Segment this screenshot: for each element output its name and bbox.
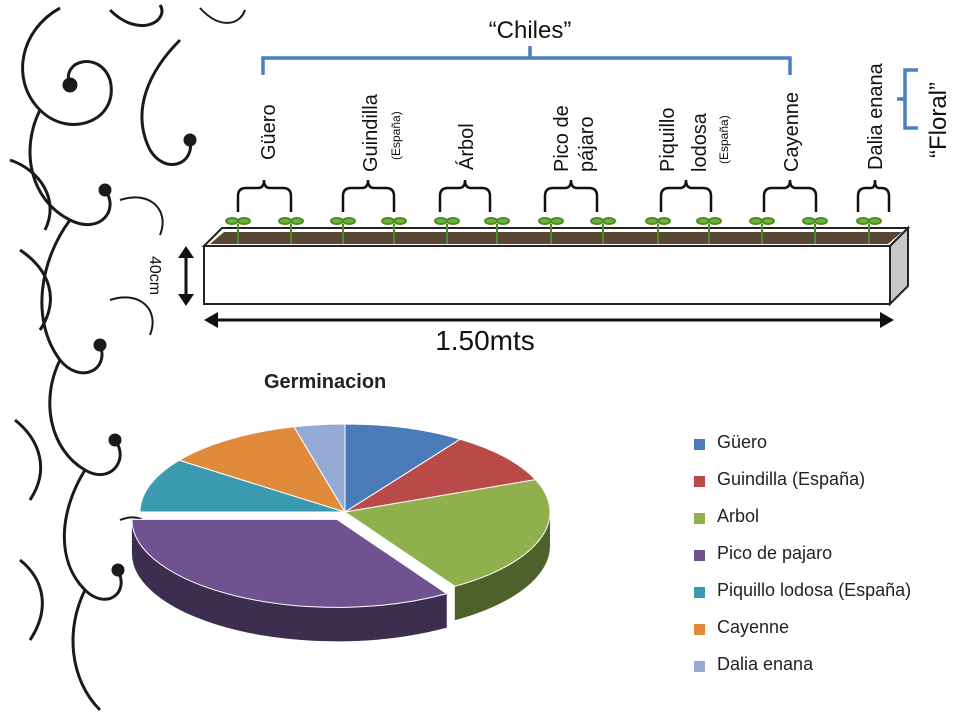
seedling-icon	[645, 217, 671, 244]
germination-pie-chart	[131, 423, 551, 642]
variety-sub-piquillo: (España)	[717, 115, 731, 164]
seedling-icon	[802, 217, 828, 244]
legend-item: Dalia enana	[694, 652, 956, 689]
legend-swatch	[694, 661, 705, 672]
pie-slice	[344, 438, 537, 513]
seedlings	[225, 217, 882, 244]
group-chiles-label: “Chiles”	[489, 17, 572, 44]
seedling-icon	[278, 217, 304, 244]
seedling-icon	[696, 217, 722, 244]
variety-label-dalia: Dalia enana	[865, 62, 887, 170]
seedling-icon	[590, 217, 616, 244]
variety-label-cayenne: Cayenne	[781, 92, 803, 172]
legend-label: Arbol	[717, 506, 760, 526]
floral-bracket	[897, 68, 918, 130]
pie-slice	[343, 479, 551, 587]
legend-label: Pico de pajaro	[717, 543, 833, 563]
legend-swatch	[694, 587, 705, 598]
seedling-icon	[484, 217, 510, 244]
legend-swatch	[694, 476, 705, 487]
pie-slice	[139, 459, 346, 513]
ornament-icon	[9, 4, 246, 712]
legend-item: Arbol	[694, 504, 956, 541]
variety-label-guero: Güero	[258, 104, 280, 160]
chart-legend: Güero Guindilla (España) Arbol Pico de p…	[694, 430, 956, 689]
legend-swatch	[694, 624, 705, 635]
variety-label-pico: Pico de	[551, 105, 573, 172]
legend-item: Piquillo lodosa (España)	[694, 578, 956, 615]
variety-label-pico-2: pájaro	[576, 116, 598, 172]
pie-slice-side	[131, 519, 447, 642]
legend-swatch	[694, 513, 705, 524]
legend-item: Pico de pajaro	[694, 541, 956, 578]
legend-label: Güero	[717, 432, 768, 452]
height-arrow	[178, 246, 194, 306]
seedling-icon	[225, 217, 251, 244]
legend-label: Piquillo lodosa (España)	[717, 580, 912, 600]
legend-swatch	[694, 550, 705, 561]
variety-sub-guindilla: (España)	[389, 111, 403, 160]
variety-label-arbol: Árbol	[455, 123, 478, 170]
pie-slice	[344, 423, 462, 513]
chart-title: Germinacion	[264, 371, 387, 393]
pie-slice	[131, 518, 448, 608]
pie-slice	[293, 423, 346, 514]
legend-label: Cayenne	[717, 617, 790, 637]
seedling-icon	[749, 217, 775, 244]
variety-label-piquillo: Piquillo	[657, 108, 679, 172]
pie-slice-side	[454, 512, 550, 621]
group-floral-label: “Floral”	[925, 82, 952, 158]
height-label: 40cm	[146, 256, 163, 295]
seedling-icon	[538, 217, 564, 244]
chiles-bracket	[261, 46, 792, 75]
legend-label: Guindilla (España)	[717, 469, 866, 489]
variety-label-piquillo-2: lodosa	[689, 112, 711, 172]
seedling-icon	[330, 217, 356, 244]
seedling-icon	[381, 217, 407, 244]
legend-item: Cayenne	[694, 615, 956, 652]
pie-slice	[177, 426, 347, 513]
legend-label: Dalia enana	[717, 654, 814, 674]
planter-box	[201, 225, 911, 307]
legend-swatch	[694, 439, 705, 450]
legend-item: Guindilla (España)	[694, 467, 956, 504]
length-label: 1.50mts	[435, 325, 535, 356]
legend-item: Güero	[694, 430, 956, 467]
variety-label-guindilla: Guindilla	[360, 93, 382, 172]
length-arrow	[204, 312, 894, 328]
seedling-icon	[434, 217, 460, 244]
variety-brackets	[236, 179, 891, 212]
seedling-icon	[856, 217, 882, 244]
